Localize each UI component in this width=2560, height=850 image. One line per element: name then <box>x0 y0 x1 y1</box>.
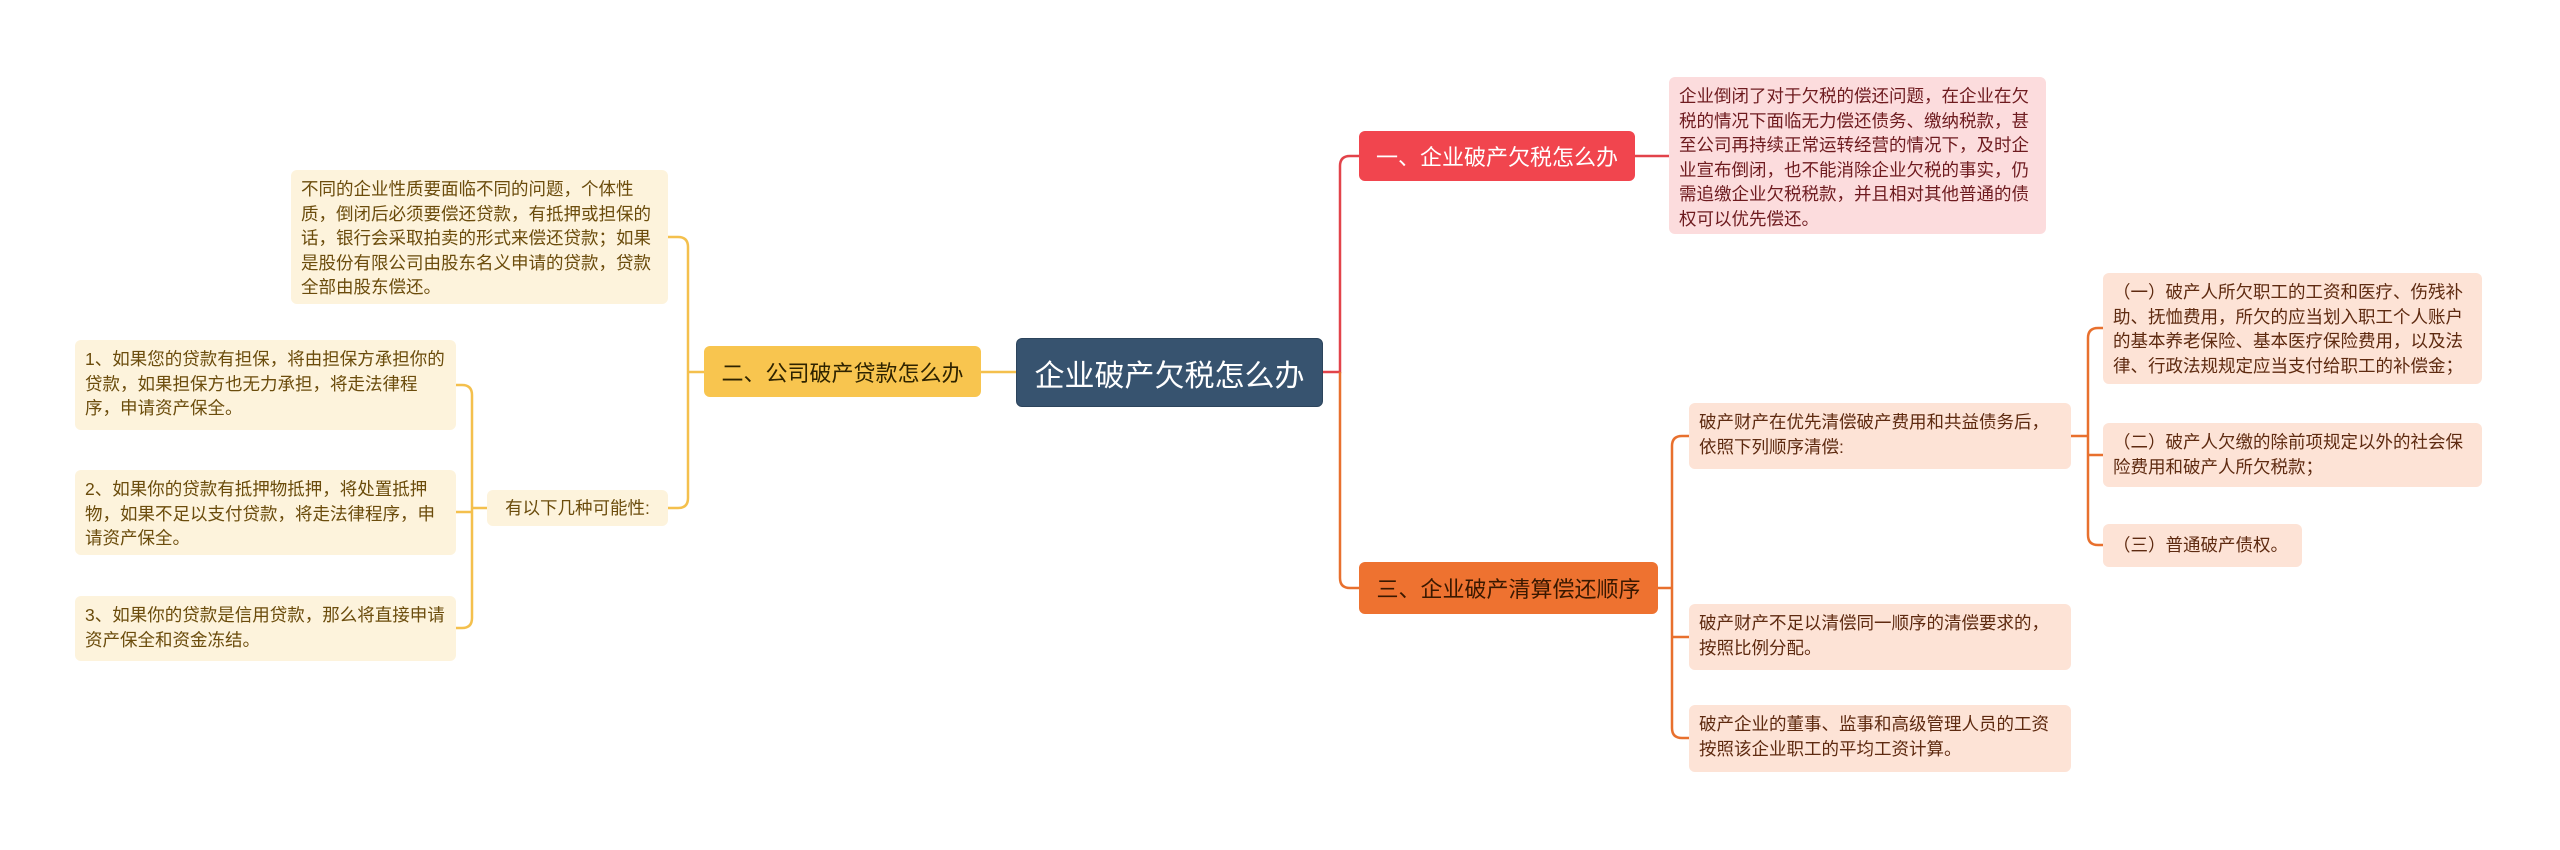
leaf-executive-wages[interactable]: 破产企业的董事、监事和高级管理人员的工资按照该企业职工的平均工资计算。 <box>1689 705 2071 772</box>
branch-label: 二、公司破产贷款怎么办 <box>721 360 964 386</box>
possibility-item[interactable]: 1、如果您的贷款有担保，将由担保方承担你的贷款，如果担保方也无力承担，将走法律程… <box>75 340 456 430</box>
leaf-liquidation-order[interactable]: 破产财产在优先清偿破产费用和共益债务后，依照下列顺序清偿: <box>1689 403 2071 469</box>
central-topic-label: 企业破产欠税怎么办 <box>1034 359 1305 393</box>
branch-company-loans[interactable]: 二、公司破产贷款怎么办 <box>704 346 981 397</box>
link-branch3-leaves <box>1658 434 1689 740</box>
link-order-leaves <box>2071 326 2103 547</box>
order-item[interactable]: （二）破产人欠缴的除前项规定以外的社会保险费用和破产人所欠税款； <box>2103 423 2482 487</box>
link-center-branch3 <box>1338 372 1359 590</box>
order-item[interactable]: （三）普通破产债权。 <box>2103 524 2302 567</box>
branch-tax-arrears[interactable]: 一、企业破产欠税怎么办 <box>1359 131 1635 181</box>
central-topic[interactable]: 企业破产欠税怎么办 <box>1016 338 1323 407</box>
order-item[interactable]: （一）破产人所欠职工的工资和医疗、伤残补助、抚恤费用，所欠的应当划入职工个人账户… <box>2103 273 2482 384</box>
branch-liquidation-order[interactable]: 三、企业破产清算偿还顺序 <box>1359 562 1658 614</box>
leaf-loan-nature[interactable]: 不同的企业性质要面临不同的问题，个体性质，倒闭后必须要偿还贷款，有抵押或担保的话… <box>291 170 668 304</box>
link-center-branch1 <box>1323 154 1359 374</box>
leaf-possibilities[interactable]: 有以下几种可能性: <box>487 490 668 526</box>
link-branch2-leaves <box>668 235 704 510</box>
branch-label: 一、企业破产欠税怎么办 <box>1375 145 1618 170</box>
possibility-item[interactable]: 3、如果你的贷款是信用贷款，那么将直接申请资产保全和资金冻结。 <box>75 596 456 661</box>
leaf-proportional[interactable]: 破产财产不足以清偿同一顺序的清偿要求的，按照比例分配。 <box>1689 604 2071 670</box>
branch-label: 三、企业破产清算偿还顺序 <box>1376 577 1641 602</box>
link-possibilities <box>456 383 487 630</box>
leaf-tax-arrears-detail[interactable]: 企业倒闭了对于欠税的偿还问题，在企业在欠税的情况下面临无力偿还债务、缴纳税款，甚… <box>1669 77 2046 234</box>
possibility-item[interactable]: 2、如果你的贷款有抵押物抵押，将处置抵押物，如果不足以支付贷款，将走法律程序，申… <box>75 470 456 555</box>
